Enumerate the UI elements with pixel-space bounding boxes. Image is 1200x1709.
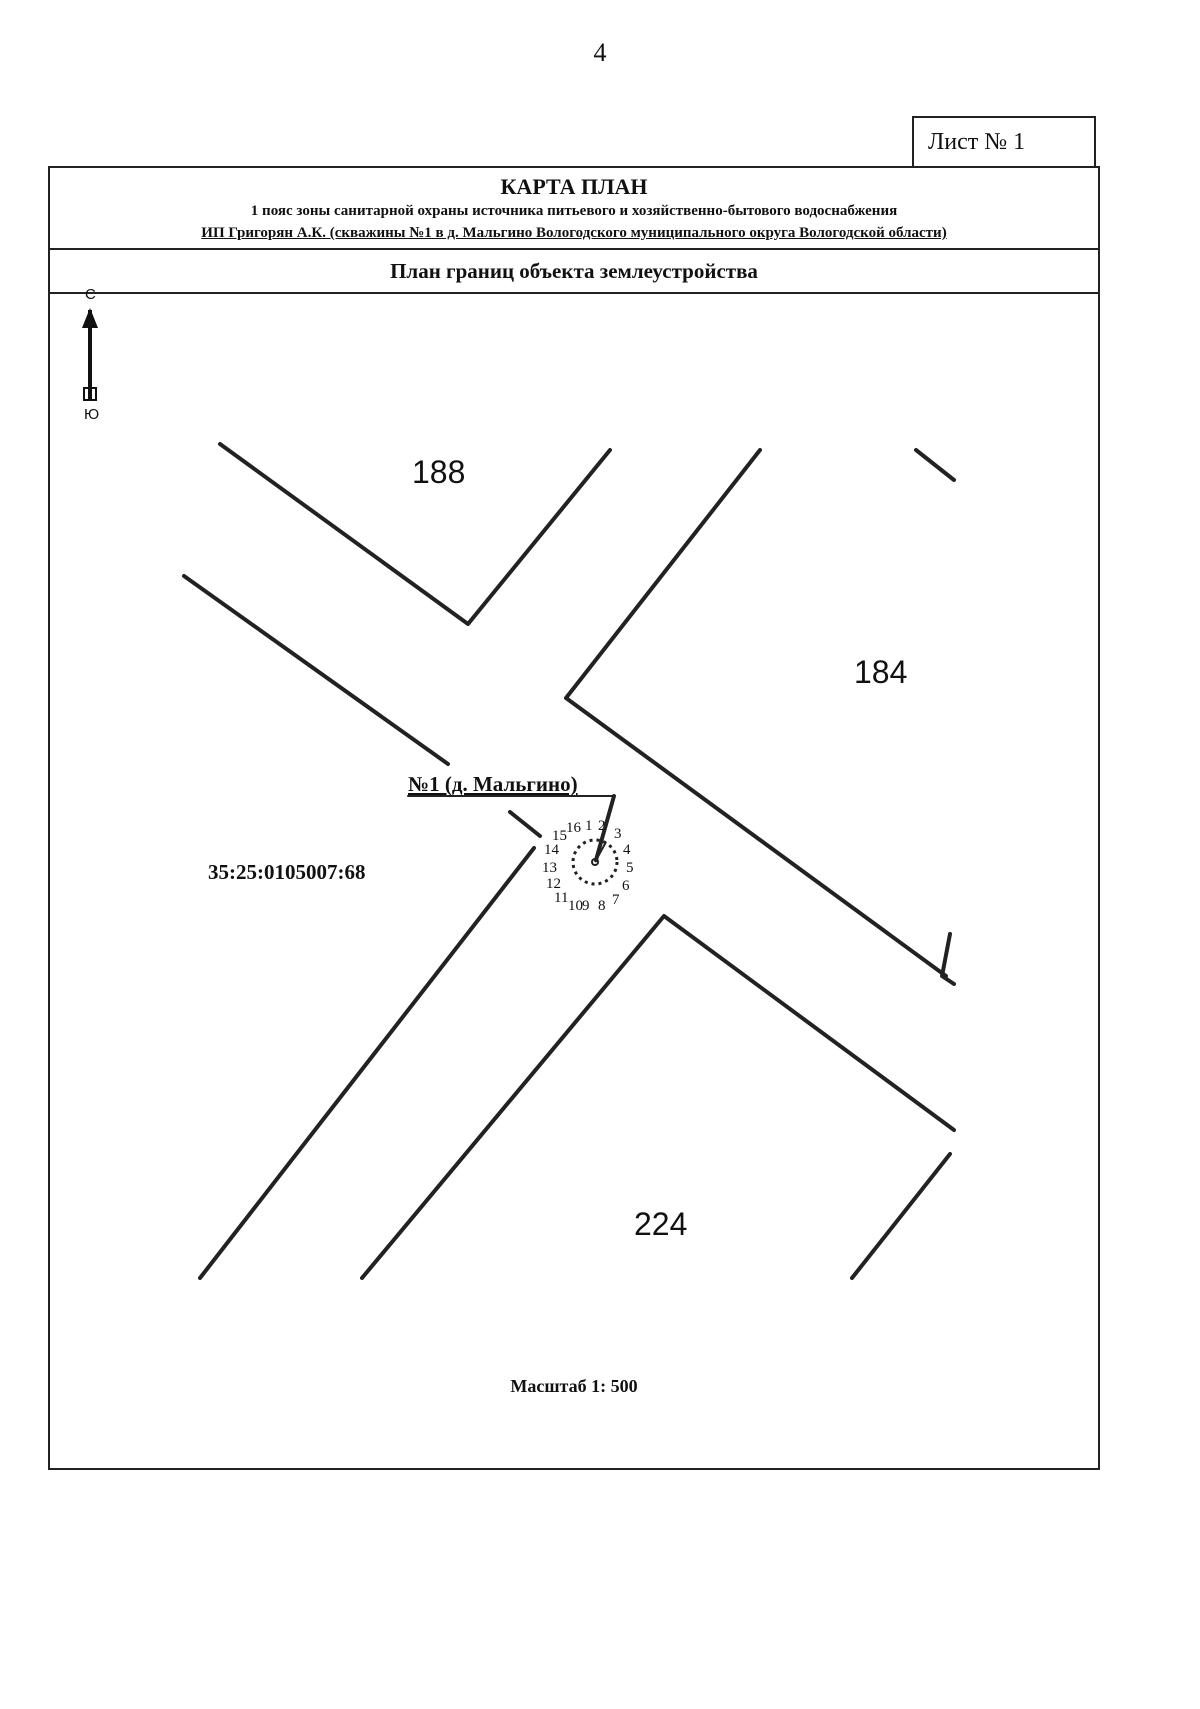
boundary-line	[360, 914, 956, 1280]
map-description-line2: ИП Григорян А.К. (скважины №1 в д. Мальг…	[201, 225, 947, 241]
parcel-label-184: 184	[854, 654, 908, 690]
boundary-point-label: 7	[612, 892, 620, 908]
compass-north-label: С	[85, 286, 96, 303]
boundary-point-label: 16	[566, 820, 581, 836]
boundary-point-label: 13	[542, 860, 557, 876]
parcel-label-188: 188	[412, 454, 466, 490]
boundary-point-label: 6	[622, 878, 630, 894]
boundary-line	[218, 442, 612, 626]
subheader: План границ объекта землеустройства	[50, 250, 1098, 294]
boundary-point-label: 5	[626, 860, 634, 876]
boundary-point-label: 11	[554, 890, 569, 906]
parcel-label-224: 224	[634, 1206, 688, 1242]
boundary-point-label: 4	[623, 842, 631, 858]
north-arrow-icon	[82, 308, 98, 401]
map-title: КАРТА ПЛАН	[500, 174, 648, 199]
map-drawing	[82, 308, 956, 1280]
boundary-point-label: 14	[544, 842, 559, 858]
map-description-line1: 1 пояс зоны санитарной охраны источника …	[250, 203, 898, 219]
boundary-line	[564, 448, 948, 978]
boundary-line	[914, 448, 956, 482]
map-area: 188 184 224 35:25:0105007:68 №1 (д. Маль…	[50, 286, 1098, 1468]
boundary-line	[508, 810, 542, 838]
boundary-point-label: 3	[614, 826, 622, 842]
boundary-point-label: 2	[598, 818, 606, 834]
sheet-label-text: Лист № 1	[928, 128, 1026, 155]
sanitary-zone-circle	[571, 838, 619, 886]
map-frame: КАРТА ПЛАН 1 пояс зоны санитарной охраны…	[48, 166, 1100, 1470]
well-label: №1 (д. Мальгино)	[408, 772, 578, 796]
boundary-point-label: 8	[598, 898, 606, 914]
compass-south-label: Ю	[84, 406, 100, 423]
well-leader-line	[594, 794, 616, 862]
scale-label: Масштаб 1: 500	[510, 1376, 638, 1396]
sheet-label: Лист № 1	[912, 116, 1096, 166]
boundary-point-label: 12	[546, 876, 561, 892]
cadastral-number: 35:25:0105007:68	[208, 860, 366, 884]
boundary-line	[940, 932, 956, 986]
boundary-point-label: 9	[582, 898, 590, 914]
page-number: 4	[593, 38, 607, 67]
boundary-line	[182, 574, 450, 766]
header: КАРТА ПЛАН 1 пояс зоны санитарной охраны…	[50, 168, 1098, 250]
boundary-point-label: 15	[552, 828, 567, 844]
boundary-point-label: 1	[585, 818, 593, 834]
boundary-line	[850, 1152, 952, 1280]
boundary-point-label: 10	[568, 898, 583, 914]
boundary-line	[198, 846, 536, 1280]
